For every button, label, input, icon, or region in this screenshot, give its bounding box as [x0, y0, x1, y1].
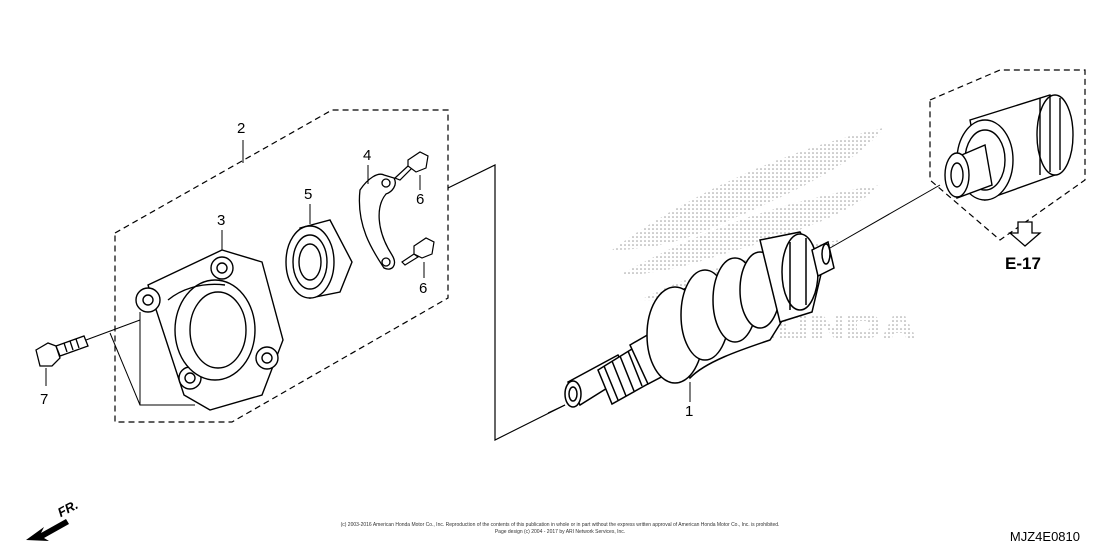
flange-bolt-part-7 — [35, 335, 89, 367]
diagram-code: MJZ4E0810 — [1009, 529, 1080, 544]
copyright-line-2: Page design (c) 2004 - 2017 by ARI Netwo… — [494, 529, 626, 535]
callout-6-lower: 6 — [419, 280, 428, 297]
countershaft-part-1 — [564, 231, 835, 408]
assembly-2-box — [114, 109, 449, 423]
gear-assembly-reference — [944, 94, 1074, 201]
screw-part-6-lower — [401, 237, 435, 266]
reference-e17-box — [929, 69, 1086, 241]
reference-label: E-17 — [1005, 254, 1041, 273]
ball-bearing-part-5 — [285, 219, 353, 299]
screw-part-6-upper — [393, 151, 429, 181]
hollow-down-arrow-icon — [1008, 221, 1042, 247]
callout-7: 7 — [40, 391, 49, 408]
callout-6-upper: 6 — [416, 191, 425, 208]
callout-5: 5 — [304, 186, 313, 203]
front-arrow-icon — [26, 519, 69, 541]
copyright-line-1: (c) 2003-2016 American Honda Motor Co., … — [340, 522, 780, 528]
setting-plate-part-4 — [358, 173, 396, 270]
bearing-holder-part-3 — [135, 249, 284, 411]
callout-4: 4 — [363, 147, 372, 164]
callout-2: 2 — [237, 120, 246, 137]
callout-3: 3 — [217, 212, 226, 229]
callout-1: 1 — [685, 403, 694, 420]
